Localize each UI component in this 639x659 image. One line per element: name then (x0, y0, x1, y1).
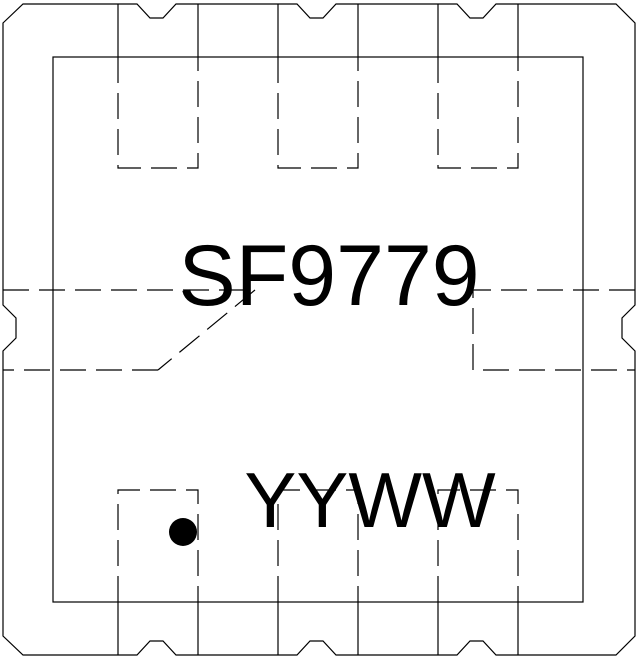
center-pad-outline (3, 289, 635, 371)
part-number-marking: SF9779 (178, 228, 479, 324)
top-pads (117, 57, 519, 169)
package-outer-outline (2, 3, 636, 656)
pin1-indicator-dot (169, 518, 197, 546)
edge-ticks (117, 4, 519, 655)
package-inner-body (52, 56, 584, 603)
date-code-marking: YYWW (244, 456, 496, 544)
bottom-pads (117, 489, 519, 602)
